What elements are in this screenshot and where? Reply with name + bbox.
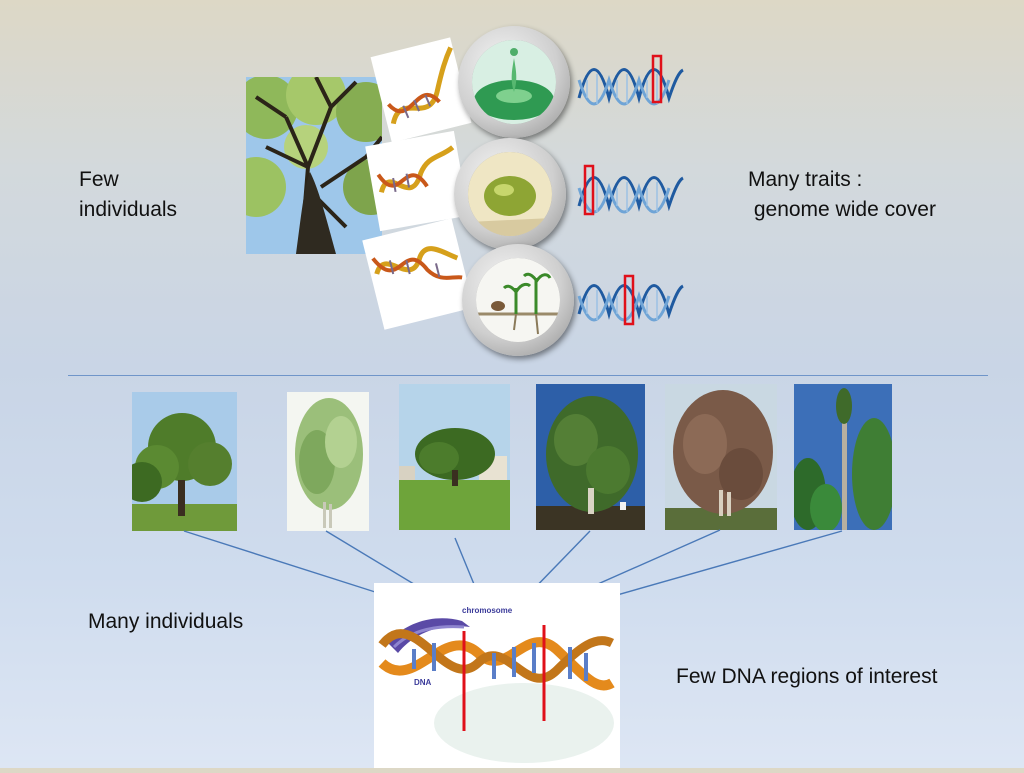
trait-marker-1 (651, 54, 663, 104)
dna-helix-card-1 (370, 37, 472, 143)
trait-disc-seedlings (462, 244, 574, 356)
tree-photo-3 (399, 384, 510, 530)
dna-label: DNA (414, 678, 432, 687)
genome-segment-1 (577, 54, 684, 106)
genome-segment-3 (577, 274, 684, 326)
genome-segment-2 (577, 164, 684, 216)
dna-chromosome-figure: chromosome DNA (374, 583, 620, 768)
tree-photo-1 (132, 392, 237, 531)
trait-disc-water-drop (458, 26, 570, 138)
tree-photo-5 (665, 384, 777, 530)
few-individuals-label: Few individuals (79, 168, 178, 221)
tree-photo-2 (287, 392, 369, 531)
big-tree-photo (246, 77, 382, 254)
trait-marker-3 (623, 274, 635, 326)
dna-helix-card-2 (365, 130, 469, 232)
seedlings-image (476, 258, 560, 342)
tree-photo-6 (794, 384, 892, 530)
few-dna-regions-label: Few DNA regions of interest (676, 665, 938, 688)
dna-helix-card-3 (362, 218, 474, 330)
many-individuals-label: Many individuals (88, 610, 244, 633)
section-divider (68, 375, 988, 376)
trait-disc-seed (454, 138, 566, 250)
many-traits-label: Many traits : genome wide cover (748, 168, 936, 221)
trait-marker-2 (583, 164, 595, 216)
tree-photo-4 (536, 384, 645, 530)
seed-image (468, 152, 552, 236)
chromosome-label: chromosome (462, 606, 513, 615)
water-drop-image (472, 40, 556, 124)
